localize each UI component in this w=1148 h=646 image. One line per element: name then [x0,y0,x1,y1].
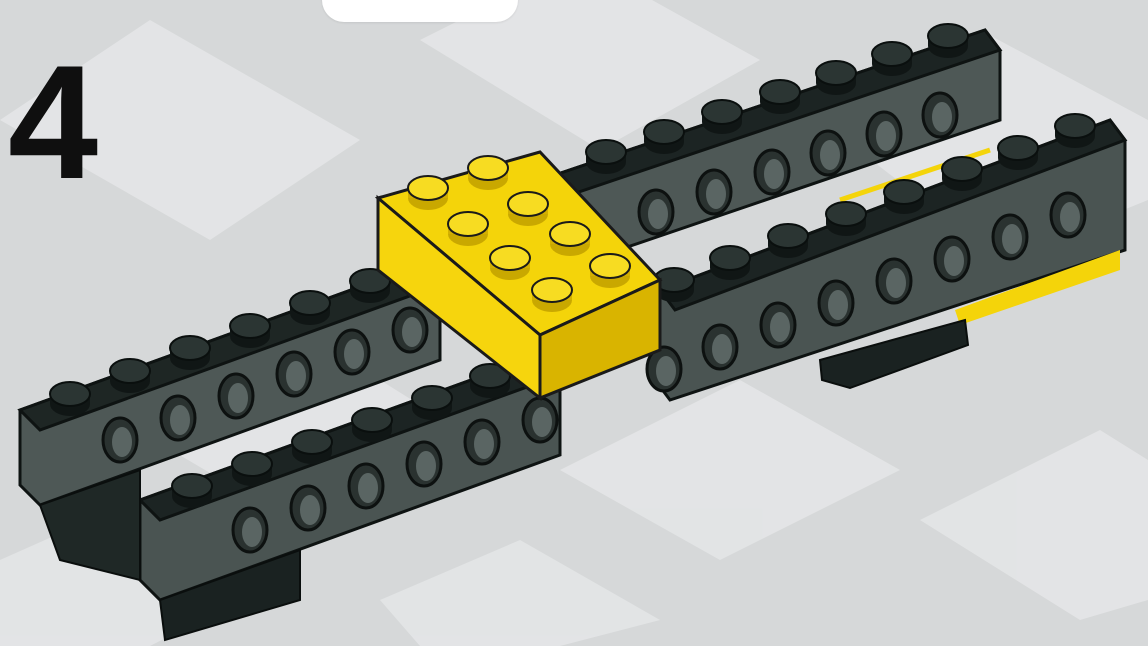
lego-model-illustration [0,0,1148,646]
